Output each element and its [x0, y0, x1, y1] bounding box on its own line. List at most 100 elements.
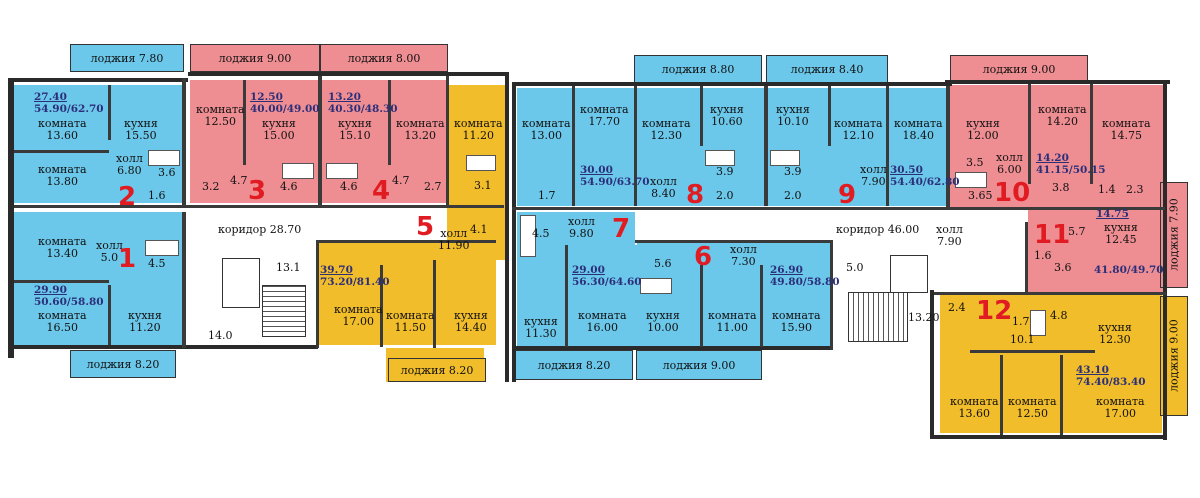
bath-area: 5.6 [654, 257, 672, 270]
bathtub [148, 150, 180, 166]
apartment-5-zone-lower[interactable] [316, 240, 496, 345]
wall [934, 292, 1166, 295]
apartment-11-zone[interactable] [1028, 207, 1163, 292]
wall [108, 85, 111, 140]
staircase [262, 285, 306, 337]
lobby-area: 13.20 [908, 311, 940, 324]
apartment-4-zone[interactable] [320, 80, 446, 203]
wall [700, 265, 703, 347]
bath-area: 4.7 [230, 174, 248, 187]
corridor-label: коридор 46.00 [836, 223, 920, 236]
bath-area: 4.5 [148, 257, 166, 270]
loggia-2: лоджия 9.00 [190, 44, 320, 72]
wall [318, 76, 322, 206]
apartment-1-zone[interactable] [14, 212, 184, 345]
loggia-9: лоджия 8.20 [515, 350, 633, 380]
wall [512, 82, 516, 382]
wall [886, 86, 889, 206]
wc-area: 4.1 [470, 223, 488, 236]
wall [108, 285, 111, 345]
loggia-4: лоджия 8.80 [634, 55, 762, 83]
wall [14, 280, 109, 283]
wc-area: 1.7 [538, 189, 556, 202]
apartment-number: 2 [118, 182, 137, 212]
wall [243, 80, 246, 165]
loggia-8: лоджия 8.20 [388, 358, 486, 382]
bath-area: 3.9 [716, 165, 734, 178]
apartment-7-zone-lower[interactable] [565, 245, 637, 347]
bath-area: 3.1 [474, 179, 492, 192]
apartment-number: 4 [372, 176, 391, 206]
wall [930, 290, 934, 439]
lobby-area: 5.0 [846, 261, 864, 274]
wall [635, 240, 832, 243]
apartment-2-zone[interactable] [14, 85, 184, 203]
wall [316, 240, 319, 348]
wall [1025, 222, 1028, 292]
wall [188, 345, 318, 349]
apartment-number: 1 [118, 244, 137, 274]
wc-area: 2.0 [784, 189, 802, 202]
lobby-area: 13.1 [276, 261, 301, 274]
wall [512, 346, 832, 350]
wc-area: 3.65 [968, 189, 993, 202]
wall [970, 350, 1095, 353]
bath-area: 4.6 [340, 180, 358, 193]
wall [446, 76, 449, 206]
loggia-1: лоджия 7.80 [70, 44, 184, 72]
wall [700, 86, 703, 146]
wc-area: 1.6 [1034, 249, 1052, 262]
apartment-number: 9 [838, 180, 857, 210]
wall [1090, 84, 1093, 184]
wall [946, 86, 950, 208]
bathtub [705, 150, 735, 166]
hall-area: 3.2 [202, 180, 220, 193]
wall [828, 86, 831, 146]
wall [760, 265, 763, 347]
wall [945, 80, 1170, 84]
bath-area: 3.6 [158, 166, 176, 179]
wall [1028, 84, 1031, 184]
bath-area: 4.7 [392, 174, 410, 187]
wall [930, 435, 1167, 439]
bathtub [1030, 310, 1046, 336]
apartment-5-zone[interactable] [447, 85, 505, 260]
apartment-3-zone[interactable] [190, 80, 320, 203]
wall [764, 86, 768, 206]
wall [1000, 355, 1003, 435]
bath-area: 4.6 [280, 180, 298, 193]
apartment-number: 6 [694, 242, 713, 272]
apartment-9-zone[interactable] [765, 88, 948, 206]
apartment-8-zone[interactable] [517, 88, 765, 206]
elevator-shaft [222, 258, 260, 308]
corridor-label: коридор 28.70 [218, 223, 302, 236]
apartment-12-zone[interactable] [940, 293, 1162, 433]
wc-area: 2.3 [1126, 183, 1144, 196]
wc-area: 1.7 [1012, 315, 1030, 328]
